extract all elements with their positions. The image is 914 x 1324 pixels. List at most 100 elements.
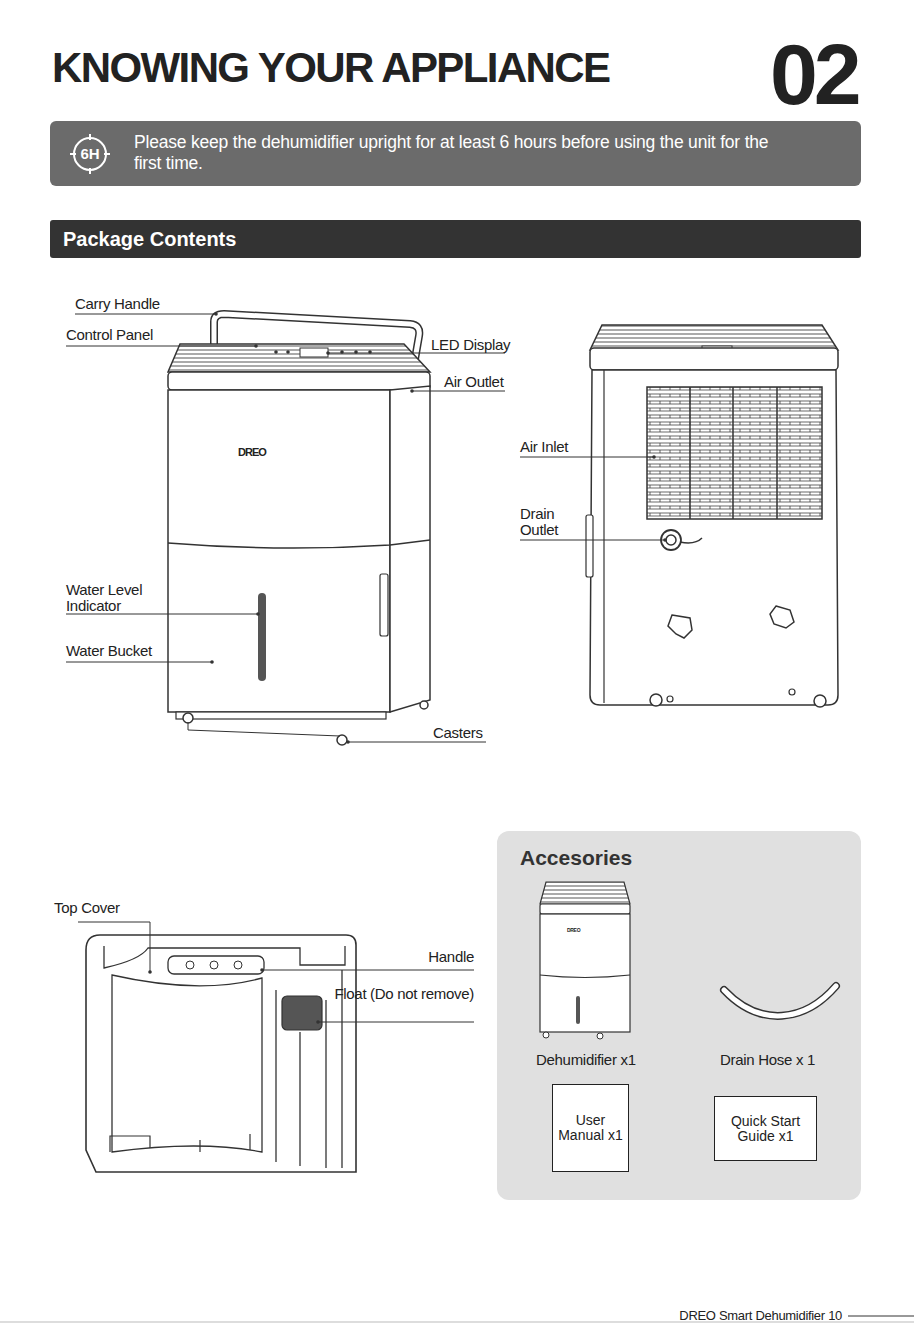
caster [337,735,347,745]
button [274,350,278,354]
drain-outlet-core [666,535,676,545]
body-edge [603,370,604,703]
side-body [390,386,430,712]
foot [789,689,795,695]
part-name: Water Level Indicator [66,582,161,614]
leader-dot [254,344,258,348]
accessories-panel: AccesoriesUser Manual x1 Quick Start Guid… [497,831,861,1200]
page-number: 02 [770,31,858,117]
handle-grip [210,961,218,969]
bucket-divider [275,990,276,1162]
leader-line [348,742,486,743]
part-name: Casters [433,725,483,741]
node-text: User Manual x1 [555,1113,627,1143]
leader-dot [652,455,656,459]
caster [650,694,662,706]
manual-box: User Manual x1 [552,1084,629,1172]
leader-dot [148,970,152,974]
part-name: Control Panel [66,327,153,343]
leader-dot [260,968,264,972]
part-name: Handle [428,949,474,965]
drain-tail [680,538,702,543]
node-text: Accesories [497,831,861,870]
bucket-handle [168,956,264,974]
brand-logo: DREO [567,928,580,933]
node-text: Please keep the dehumidifier upright for… [50,121,785,174]
part-name: Water Bucket [66,643,152,659]
part-name: Air Inlet [520,439,568,455]
leader-dot [410,389,414,393]
part-name: Carry Handle [75,296,160,312]
page-title: KNOWING YOUR APPLIANCE [52,47,610,89]
top-rim [168,372,430,390]
water-level-bar [258,593,266,681]
leader-line [520,457,654,458]
base [176,712,386,719]
caster [814,695,826,707]
leader-line [520,540,665,541]
part-name: Top Cover [54,900,120,916]
grille-divider [689,387,691,519]
bucket-inner-wall [112,975,262,1152]
drain-outlet [661,530,681,550]
footer-rule [848,1316,914,1317]
caster [183,713,193,723]
section-band: Package Contents [50,220,861,258]
leader-dot [346,740,350,744]
foot [667,696,673,702]
leader-dot [214,312,218,316]
leader-line [262,970,474,971]
bucket-base-detail [110,1134,250,1152]
leader-line [318,1022,474,1023]
caster [420,701,428,709]
node-text: Quick Start Guide x1 [718,1114,814,1144]
footer-text: DREO Smart Dehumidifier 10 [679,1309,842,1323]
grille-divider [732,387,734,519]
bucket-divider [299,1032,300,1166]
bucket-divider [325,1000,326,1168]
bucket-grip [380,574,388,636]
bucket-outline [86,935,356,1172]
bucket-grip [586,515,593,577]
clock-tick [89,134,91,140]
time-icon: 6H [70,134,110,174]
leader-dot [663,538,667,542]
back-body [590,370,838,705]
leader-line [78,922,150,972]
notice-banner: Please keep the dehumidifier upright for… [50,121,861,186]
top-grille [168,344,430,372]
handle-grip [234,961,242,969]
led-display [300,348,328,357]
node-text: 6H [70,134,110,174]
bucket-seam [168,540,430,548]
leader-dot [210,660,214,664]
leader-dot [316,1020,320,1024]
leader-line [66,662,212,663]
brand-logo: DREO [238,447,266,459]
handle-grip [186,961,194,969]
part-name: Drain Outlet [520,506,570,538]
leader-line [75,314,216,315]
clock-tick [104,153,110,155]
accessory-caption: Dehumidifier x1 [536,1052,636,1068]
front-body [168,390,390,712]
part-name: LED Display [431,337,510,353]
leader-dot [326,351,330,355]
accessory-caption: Drain Hose x 1 [720,1052,815,1068]
float [282,996,322,1030]
guide-box: Quick Start Guide x1 [714,1096,817,1161]
cord-hook [668,615,692,638]
leader-dot [256,612,260,616]
leader-line [412,391,505,392]
part-name: Float (Do not remove) [334,986,474,1002]
clock-tick [89,168,91,174]
part-name: Air Outlet [444,374,504,390]
grille-divider [776,387,778,519]
top-rim [590,348,838,370]
node-text: Package Contents [50,220,861,258]
clock-tick [70,153,76,155]
base-edge [188,722,340,736]
air-inlet-grille [647,387,822,519]
leader-line [66,346,256,347]
